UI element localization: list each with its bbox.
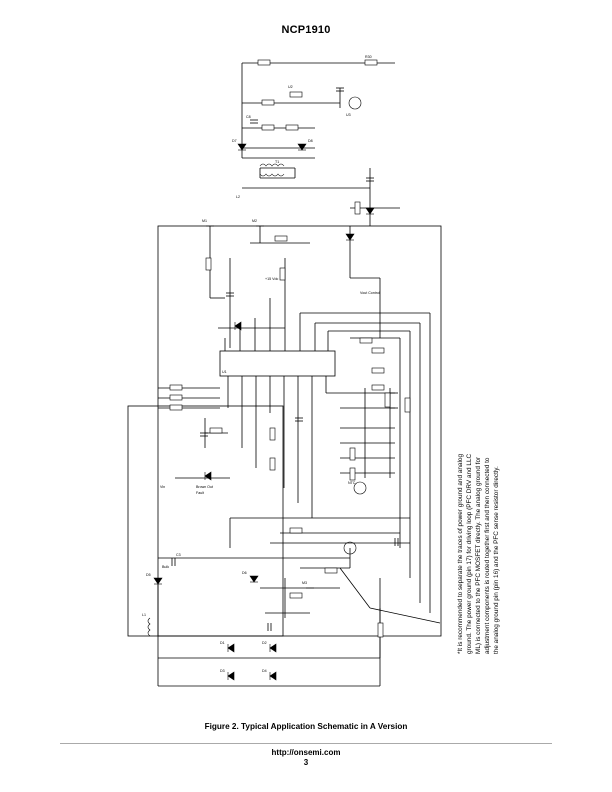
d1-label: D1 bbox=[220, 641, 225, 645]
vin-label: Vin bbox=[160, 485, 165, 489]
d8-label: D8 bbox=[308, 139, 313, 143]
schematic-wires bbox=[127, 62, 442, 687]
brown-out-label: Brown Out bbox=[196, 485, 213, 489]
r30-label: R30 bbox=[365, 55, 372, 59]
passive-components bbox=[169, 59, 411, 638]
d2-label: D2 bbox=[262, 641, 267, 645]
m1-label: M1 bbox=[202, 219, 207, 223]
m2-label: M2 bbox=[252, 219, 257, 223]
application-schematic: U1 Bulk Vout Control +15 Vdc Vin L1 L2 M… bbox=[127, 55, 442, 687]
c8-label: C8 bbox=[246, 115, 251, 119]
figure-caption: Figure 2. Typical Application Schematic … bbox=[204, 722, 408, 731]
ntc-label: NTC bbox=[348, 481, 356, 485]
transformer bbox=[147, 163, 285, 637]
transistors bbox=[206, 96, 367, 589]
fault-label: Fault bbox=[196, 491, 204, 495]
ref-label: U3 bbox=[346, 113, 351, 117]
page-title: NCP1910 bbox=[281, 24, 331, 36]
d7-label: D7 bbox=[232, 139, 237, 143]
cbulk-label: C3 bbox=[176, 553, 181, 557]
d3-label: D3 bbox=[220, 669, 225, 673]
schematic-labels: U1 Bulk Vout Control +15 Vdc Vin L1 L2 M… bbox=[142, 55, 380, 673]
d4-label: D4 bbox=[262, 669, 267, 673]
page-number: 3 bbox=[303, 758, 309, 767]
l2-label: L2 bbox=[236, 195, 240, 199]
vcc-label: +15 Vdc bbox=[265, 277, 278, 281]
opto-label: U2 bbox=[288, 85, 293, 89]
vout-control-label: Vout Control bbox=[360, 291, 380, 295]
capacitors bbox=[171, 87, 399, 631]
m3-label: M3 bbox=[302, 581, 307, 585]
l1-label: L1 bbox=[142, 613, 146, 617]
footer-divider bbox=[60, 743, 552, 744]
ic-label: U1 bbox=[222, 370, 227, 374]
bulk-label: Bulk bbox=[162, 565, 169, 569]
footer-url[interactable]: http://onsemi.com bbox=[271, 748, 341, 757]
d6-label: D6 bbox=[242, 571, 247, 575]
diodes bbox=[153, 143, 375, 681]
layout-note: *It is recommended to separate the trace… bbox=[457, 453, 500, 654]
t1-label: T1 bbox=[275, 160, 279, 164]
d5-label: D5 bbox=[146, 573, 151, 577]
